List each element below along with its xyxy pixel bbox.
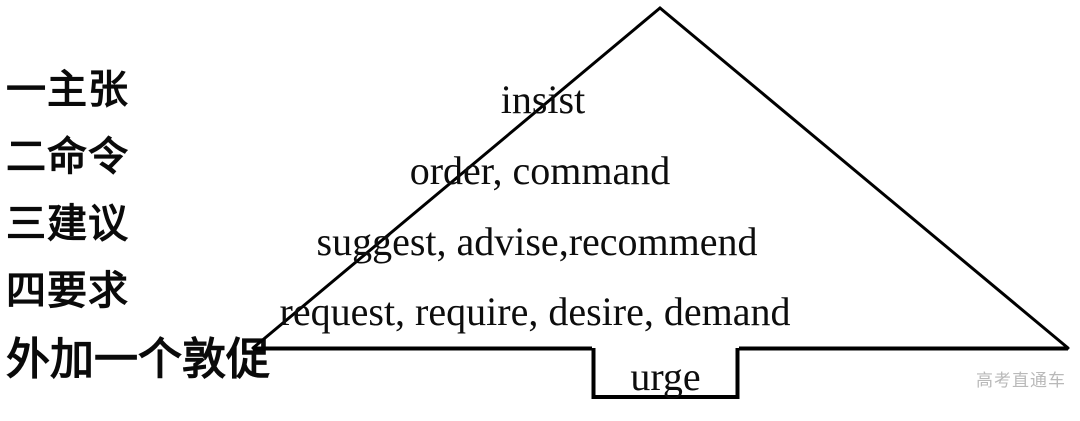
pyramid-tier-1: insist — [0, 76, 1080, 123]
urge-box-label: urge — [630, 354, 701, 399]
tier-3-text: suggest, advise,recommend — [316, 219, 758, 264]
pyramid-tier-3: suggest, advise,recommend — [0, 218, 1080, 265]
pyramid-tier-2: order, command — [0, 147, 1080, 194]
watermark: 高考直通车 — [976, 371, 1066, 391]
pyramid-tier-4: request, require, desire, demand — [0, 288, 1080, 335]
category-item-2: 二命令 — [6, 133, 129, 180]
category-list: 一主张 二命令 三建议 四要求 外加一个敦促 — [6, 70, 306, 382]
tier-4-text: request, require, desire, demand — [279, 289, 791, 334]
category-item-5: 外加一个敦促 — [6, 334, 270, 385]
tier-1-text: insist — [500, 77, 586, 122]
tier-2-text: order, command — [409, 148, 671, 193]
category-item-3: 三建议 — [6, 200, 129, 247]
category-item-1: 一主张 — [6, 66, 129, 113]
category-item-4: 四要求 — [6, 267, 129, 314]
